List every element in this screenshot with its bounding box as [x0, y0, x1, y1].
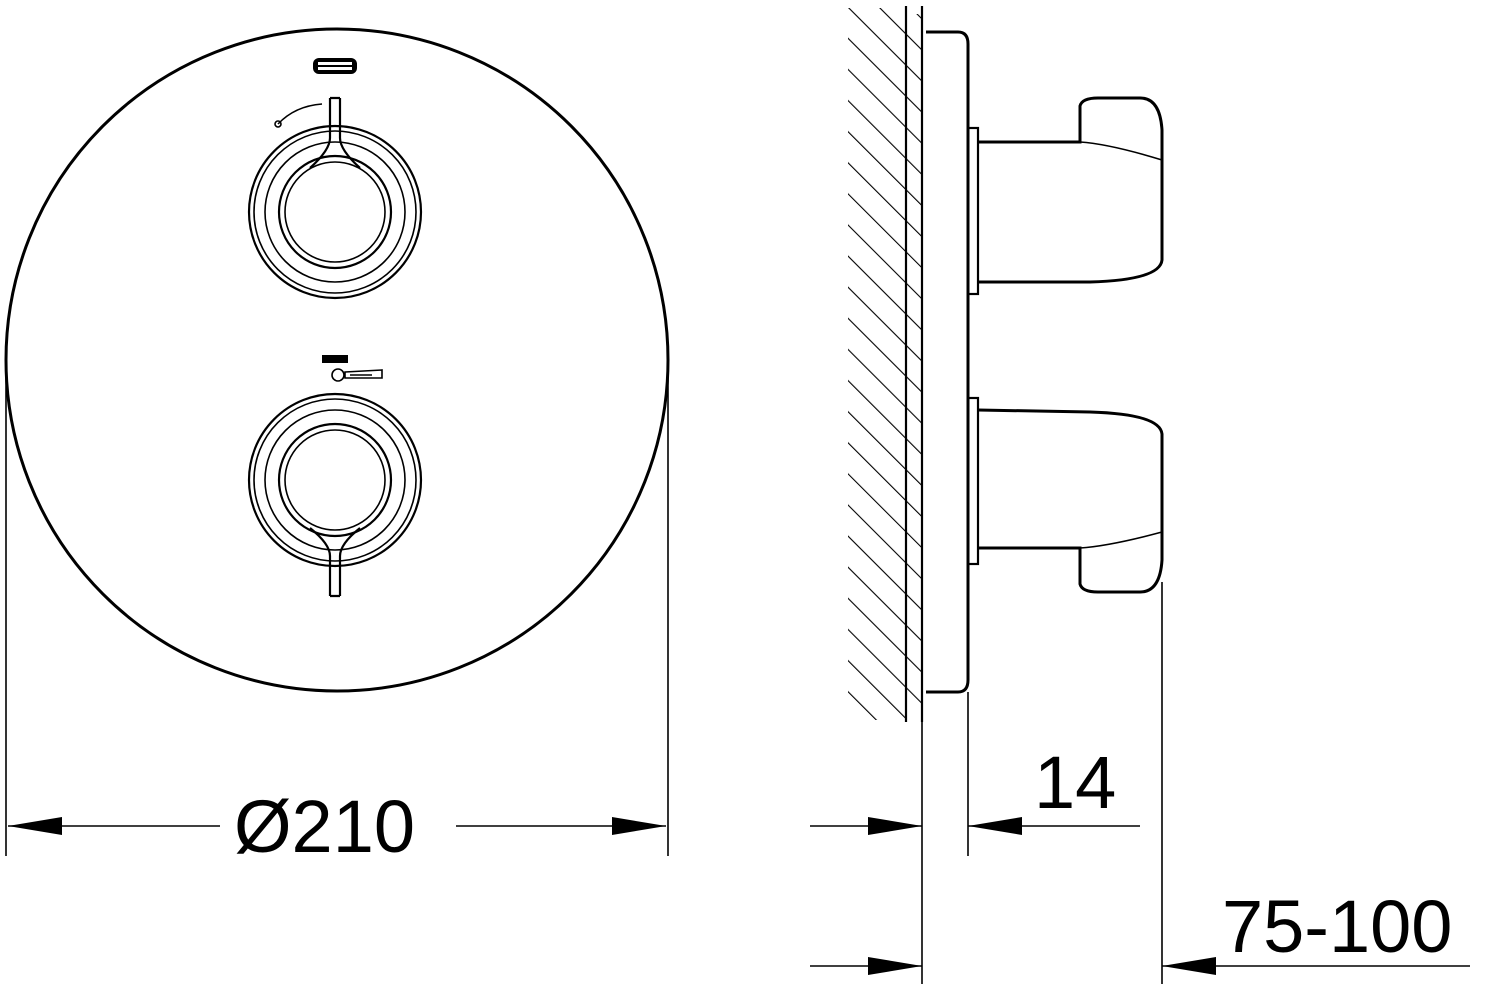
temperature-knob-lever[interactable]	[309, 96, 361, 169]
wall-hatching	[848, 8, 906, 720]
front-view: Ø210	[4, 27, 670, 868]
handle-projection-dimension: 75-100	[810, 885, 1470, 975]
flow-selector-symbols	[322, 355, 383, 382]
flow-knob[interactable]	[247, 392, 423, 598]
temperature-scale-arc	[277, 103, 323, 125]
diameter-dimension: Ø210	[8, 785, 666, 868]
diameter-label: Ø210	[234, 785, 415, 868]
flow-knob-lever[interactable]	[309, 527, 361, 598]
rosette-projection-label: 14	[1034, 741, 1116, 824]
handle-projection-label: 75-100	[1222, 885, 1452, 968]
rosette-projection-dimension: 14	[810, 741, 1140, 835]
side-upper-handle[interactable]	[966, 96, 1164, 296]
brand-logo	[313, 58, 357, 74]
side-lower-handle[interactable]	[966, 396, 1164, 594]
side-view: 14 75-100	[810, 6, 1470, 984]
rosette-plate-profile	[926, 30, 970, 694]
temperature-knob[interactable]	[247, 96, 423, 300]
